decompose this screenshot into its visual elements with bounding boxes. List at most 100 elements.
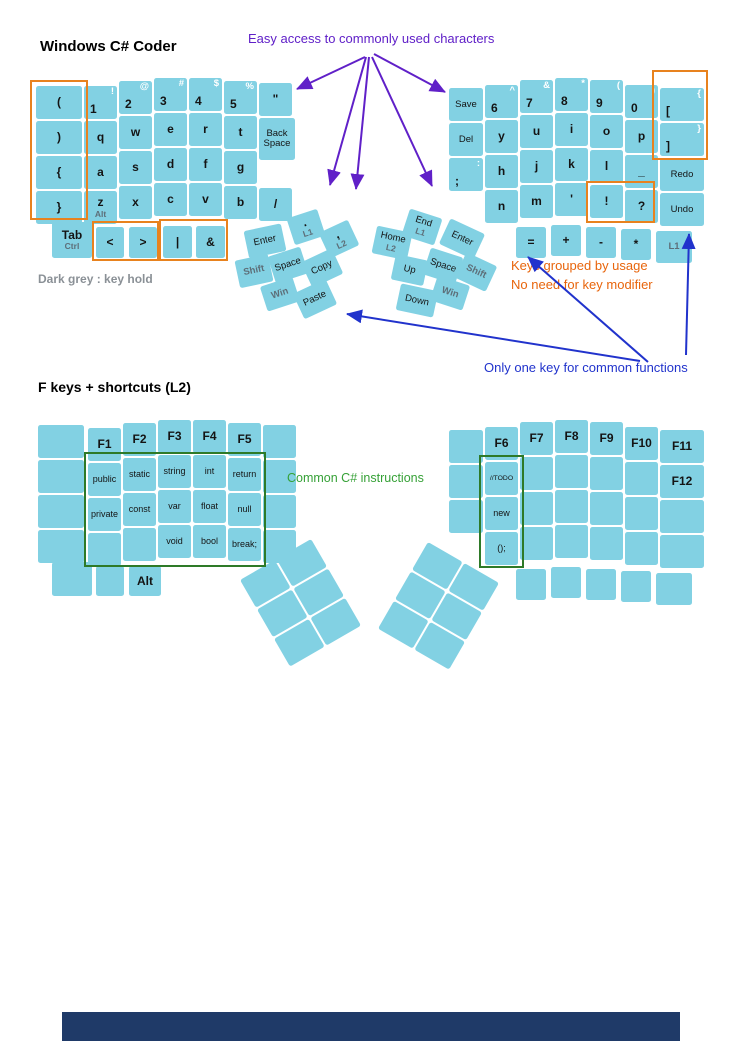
key-blank — [590, 457, 623, 490]
key-close-brace: } — [36, 191, 82, 224]
key-p: p — [625, 120, 658, 153]
key-i: i — [555, 113, 588, 146]
key-g: g — [224, 151, 257, 184]
key-blank — [625, 532, 658, 565]
key-new: new — [485, 497, 518, 530]
key-l1: L1 — [656, 231, 692, 263]
key-m: m — [520, 185, 553, 218]
key-open-brace: { — [36, 156, 82, 189]
key-blank — [88, 533, 121, 566]
key-blank — [38, 425, 84, 458]
key-plus: + — [551, 225, 581, 256]
key-equals: = — [516, 227, 546, 258]
key-blank — [263, 460, 296, 493]
key-blank — [660, 535, 704, 568]
key-4: $4 — [189, 78, 222, 111]
key-close-paren: ) — [36, 121, 82, 154]
key-l: l — [590, 150, 623, 183]
key-blank — [449, 430, 483, 463]
key-x: x — [119, 186, 152, 219]
key-blank — [590, 492, 623, 525]
key-blank — [625, 462, 658, 495]
key-int: int — [193, 455, 226, 488]
key-f6: F6 — [485, 427, 518, 460]
key-h: h — [485, 155, 518, 188]
key-const: const — [123, 493, 156, 526]
key-undo: Undo — [660, 193, 704, 226]
key-o: o — [590, 115, 623, 148]
key-blank — [449, 465, 483, 498]
key-todo: //TODO — [485, 462, 518, 495]
key-exclamation: ! — [590, 185, 623, 218]
key-float: float — [193, 490, 226, 523]
key-var: var — [158, 490, 191, 523]
key-asterisk: * — [621, 229, 651, 260]
key-blank — [586, 569, 616, 600]
key-paste: Paste — [292, 278, 338, 320]
key-blank — [123, 528, 156, 561]
key-f9: F9 — [590, 422, 623, 455]
key-f11: F11 — [660, 430, 704, 463]
key-double-quote: " — [259, 83, 292, 116]
key-apostrophe: ' — [555, 183, 588, 216]
key-blank — [555, 455, 588, 488]
key-2: @2 — [119, 81, 152, 114]
key-null: null — [228, 493, 261, 526]
key-7: &7 — [520, 80, 553, 113]
key-symbol: (); — [485, 532, 518, 565]
page-title: Windows C# Coder — [40, 38, 177, 55]
key-alt: Alt — [129, 566, 161, 596]
key-e: e — [154, 113, 187, 146]
key-a: a — [84, 156, 117, 189]
key-f12: F12 — [660, 465, 704, 498]
key-6: ^6 — [485, 85, 518, 118]
annotation-keys-grouped-line1: Keys grouped by usage — [511, 258, 648, 273]
key-close-bracket: }] — [660, 123, 704, 156]
footer-bar — [62, 1012, 680, 1041]
key-5: %5 — [224, 81, 257, 114]
key-blank — [555, 525, 588, 558]
key-minus: - — [586, 227, 616, 258]
key-w: w — [119, 116, 152, 149]
key-v: v — [189, 183, 222, 216]
annotation-one-key: Only one key for common functions — [484, 360, 688, 375]
key-f7: F7 — [520, 422, 553, 455]
key-f3: F3 — [158, 420, 191, 453]
key-semicolon: :; — [449, 158, 483, 191]
key-ampersand: & — [196, 226, 225, 258]
annotation-easy-access: Easy access to commonly used characters — [248, 31, 495, 46]
key-f8: F8 — [555, 420, 588, 453]
key-del: Del — [449, 123, 483, 156]
key-string: string — [158, 455, 191, 488]
key-r: r — [189, 113, 222, 146]
key-question: ? — [625, 190, 658, 223]
key-underscore: _ — [625, 155, 658, 188]
key-1: !1 — [84, 86, 117, 119]
key-f: f — [189, 148, 222, 181]
key-y: y — [485, 120, 518, 153]
key-n: n — [485, 190, 518, 223]
key-blank — [520, 527, 553, 560]
key-blank — [656, 573, 692, 605]
annotation-key-hold-note: Dark grey : key hold — [38, 272, 153, 286]
key-pipe: | — [163, 226, 192, 258]
key-bool: bool — [193, 525, 226, 558]
key-8: *8 — [555, 78, 588, 111]
key-blank — [520, 457, 553, 490]
key-f5: F5 — [228, 423, 261, 456]
key-blank — [625, 497, 658, 530]
key-s: s — [119, 151, 152, 184]
key-b: b — [224, 186, 257, 219]
key-static: static — [123, 458, 156, 491]
key-void: void — [158, 525, 191, 558]
key-less-than: < — [96, 227, 124, 258]
key-f2: F2 — [123, 423, 156, 456]
key-open-bracket: {[ — [660, 88, 704, 121]
key-blank — [660, 500, 704, 533]
key-f1: F1 — [88, 428, 121, 461]
key-blank — [38, 530, 84, 563]
key-f4: F4 — [193, 420, 226, 453]
